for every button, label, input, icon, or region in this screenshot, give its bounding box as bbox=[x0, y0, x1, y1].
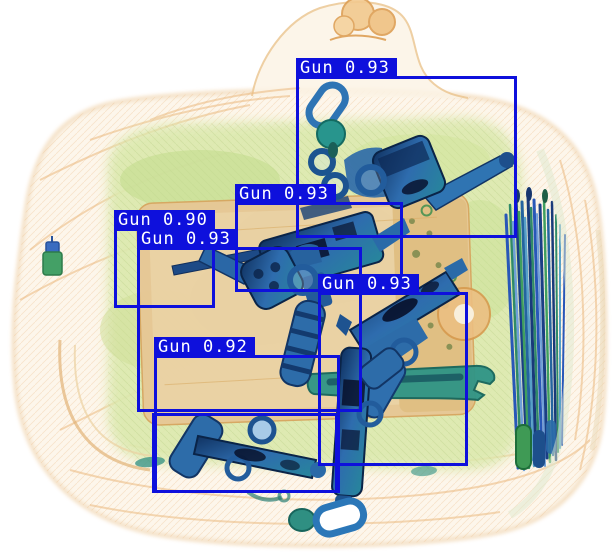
detection-label: Gun 0.93 bbox=[318, 274, 419, 295]
detection-box: Gun 0.90 bbox=[114, 210, 215, 308]
skewer-bundle bbox=[504, 187, 566, 472]
bag-right-folds bbox=[507, 148, 606, 519]
detection-box: Gun 0.93 bbox=[296, 58, 517, 238]
detection-box bbox=[152, 413, 338, 493]
pistol-bottom bbox=[168, 413, 326, 482]
detection-label: Gun 0.93 bbox=[235, 184, 336, 205]
carabiner-clip bbox=[305, 81, 349, 158]
bag-handle-knot bbox=[329, 0, 396, 41]
detection-label: Gun 0.90 bbox=[114, 210, 215, 231]
small-metal-bits bbox=[135, 456, 437, 503]
detection-box: Gun 0.93 bbox=[137, 229, 362, 412]
case-corner-arcs bbox=[58, 339, 153, 472]
detection-label: Gun 0.92 bbox=[154, 337, 255, 358]
revolver-top bbox=[308, 134, 515, 211]
detection-box: Gun 0.93 bbox=[318, 274, 468, 466]
detection-label: Gun 0.93 bbox=[137, 229, 238, 250]
zipper-pull bbox=[42, 236, 63, 276]
detection-label: Gun 0.93 bbox=[296, 58, 397, 79]
luggage-clip bbox=[288, 497, 368, 538]
tape-roll bbox=[437, 287, 491, 341]
